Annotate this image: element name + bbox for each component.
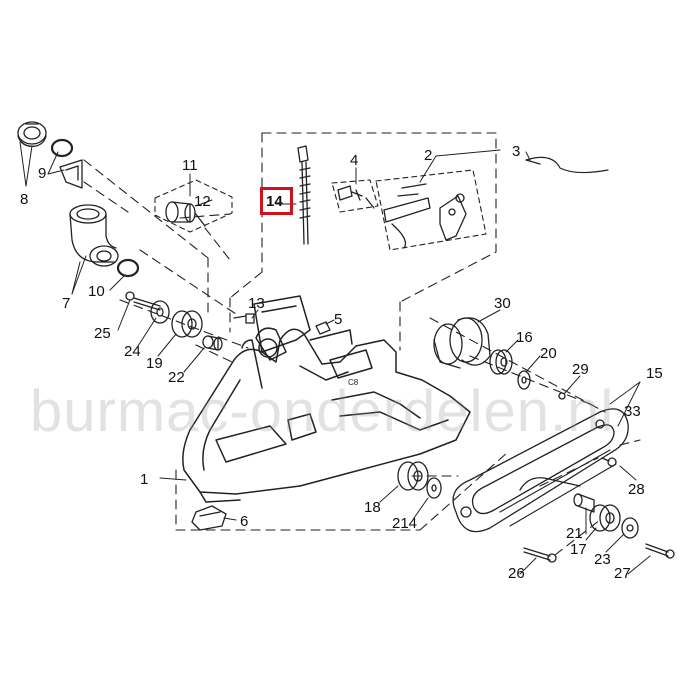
part-33-belt [499, 449, 617, 527]
part-1-housing [182, 295, 471, 503]
part-24-washer [150, 300, 170, 324]
label-28: 28 [628, 481, 645, 498]
part-10-ring [116, 258, 140, 278]
part-25-screw [125, 291, 161, 311]
part-8-plug [17, 121, 47, 147]
group-box-11 [154, 179, 233, 233]
label-24: 24 [124, 343, 141, 360]
part-22-sleeve [202, 335, 223, 351]
part-23-washer [621, 517, 639, 539]
label-25: 25 [94, 325, 111, 342]
label-5: 5 [334, 311, 343, 328]
part-30-cover [433, 317, 491, 369]
label-4: 4 [350, 152, 359, 169]
label-20: 20 [540, 345, 557, 362]
label-22: 22 [168, 369, 185, 386]
label-10: 10 [88, 283, 105, 300]
highlight-box-14 [260, 187, 293, 215]
label-11: 11 [182, 157, 198, 174]
label-29: 29 [572, 361, 589, 378]
label-8: 8 [20, 191, 29, 208]
housing-mark: C8 [348, 378, 359, 387]
label-15: 15 [646, 365, 663, 382]
part-5-clip [315, 321, 331, 335]
part-7-elbow [69, 204, 119, 267]
part-13-bolt [233, 313, 255, 324]
part-21-sleeve [573, 493, 595, 513]
part-20-washer [517, 370, 531, 390]
label-23: 23 [594, 551, 611, 568]
label-17: 17 [570, 541, 587, 558]
label-6: 6 [240, 513, 249, 530]
part-2-lever [383, 183, 467, 249]
label-14: 14 [266, 193, 283, 210]
label-33: 33 [624, 403, 641, 420]
label-2: 2 [424, 147, 433, 164]
part-27-screw [645, 543, 675, 559]
label-27: 27 [614, 565, 631, 582]
part-214-washer [426, 477, 442, 499]
part-26-screw [523, 547, 557, 563]
label-3: 3 [512, 143, 521, 160]
part-9-cap [59, 159, 83, 189]
part-4-spring [337, 185, 375, 209]
part-6-foot [191, 505, 227, 531]
label-19: 19 [146, 355, 163, 372]
label-16: 16 [516, 329, 533, 346]
part-17-damper [589, 504, 621, 532]
part-28-screw [601, 457, 617, 467]
part-15-belt-guard [452, 408, 629, 533]
label-214: 214 [392, 515, 418, 532]
label-1: 1 [140, 471, 149, 488]
part-16-pulley [489, 349, 513, 375]
part-18-damper [397, 461, 429, 491]
part-3-cable [525, 156, 609, 174]
part-14-rod [297, 145, 311, 245]
label-12: 12 [194, 193, 211, 210]
leader-lines [19, 141, 651, 575]
label-7: 7 [62, 295, 71, 312]
part-19-damper [171, 310, 203, 338]
label-13: 13 [248, 295, 265, 312]
group-box-4 [331, 179, 379, 213]
label-26: 26 [508, 565, 525, 582]
part-29-nut [558, 392, 566, 400]
label-21: 21 [566, 525, 583, 542]
label-30: 30 [494, 295, 511, 312]
part-9-ring [50, 138, 74, 158]
part-12-fitting [165, 201, 206, 227]
label-18: 18 [364, 499, 381, 516]
label-9: 9 [38, 165, 47, 182]
group-box-2 [375, 169, 487, 251]
